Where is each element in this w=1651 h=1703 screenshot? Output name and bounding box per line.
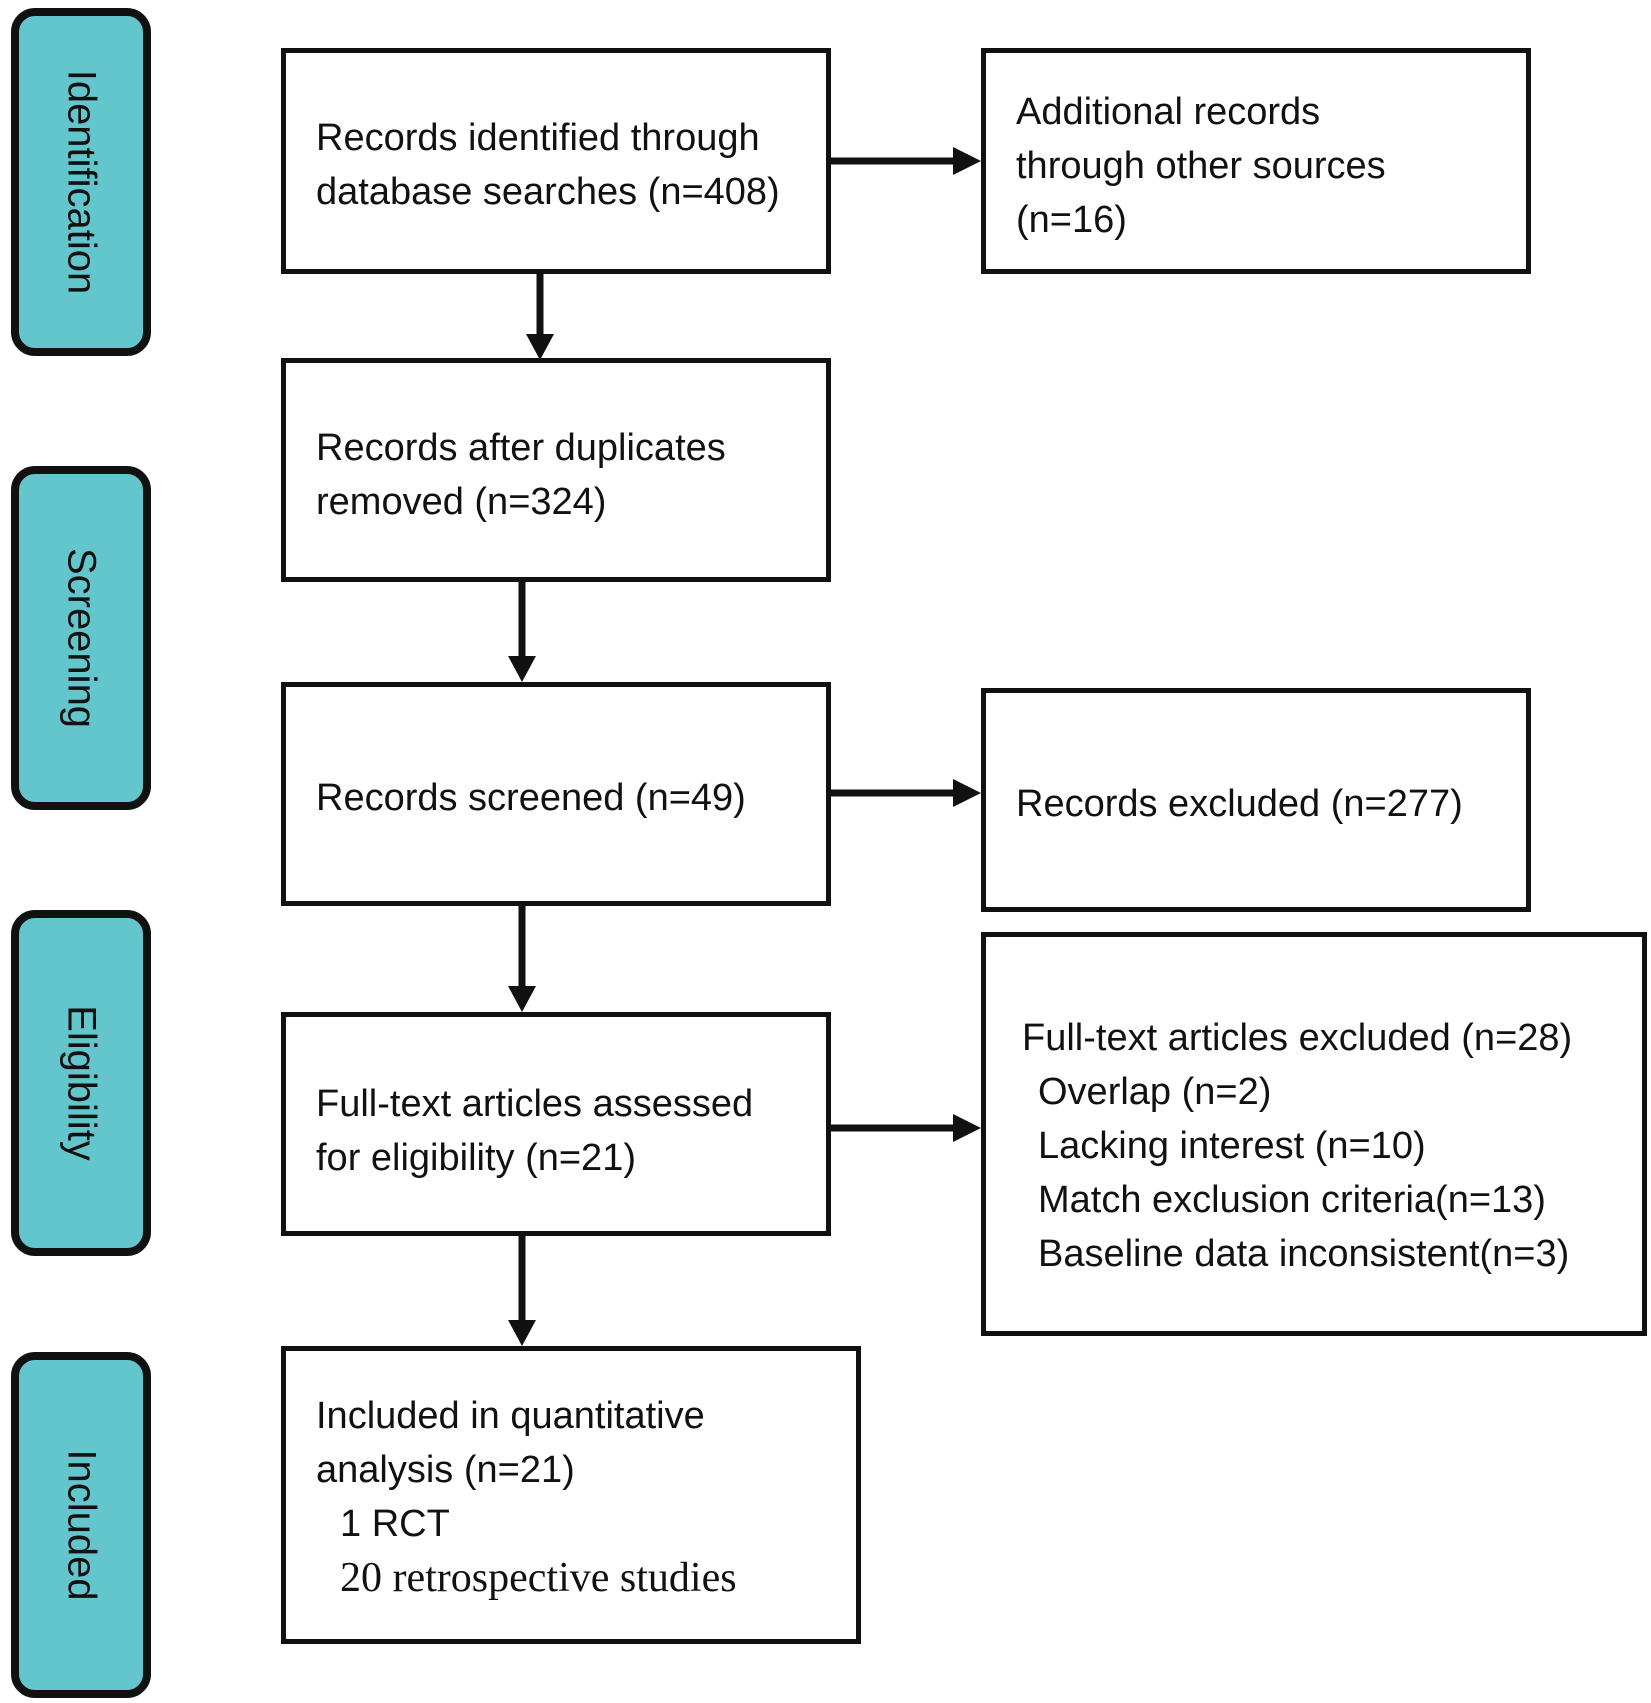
included-line2: analysis (n=21) [316, 1449, 575, 1491]
full-text-assessed-line2: for eligibility (n=21) [316, 1137, 636, 1179]
box-included: Included in quantitative analysis (n=21)… [281, 1346, 861, 1644]
box-after-duplicates: Records after duplicates removed (n=324) [281, 358, 831, 582]
included-line1: Included in quantitative [316, 1395, 705, 1437]
stage-screening-label: Screening [59, 547, 104, 729]
included-line4: 20 retrospective studies [340, 1555, 737, 1601]
after-duplicates-line2: removed (n=324) [316, 481, 607, 523]
exclusion-reason: Overlap (n=2) [1038, 1071, 1272, 1113]
stage-screening: Screening [11, 466, 151, 810]
excluded-line1: Records excluded (n=277) [1016, 783, 1463, 825]
full-text-excluded-heading: Full-text articles excluded (n=28) [1022, 1017, 1573, 1059]
screened-line1: Records screened (n=49) [316, 777, 746, 819]
stage-eligibility: Eligibility [11, 910, 151, 1256]
box-database-records: Records identified through database sear… [281, 48, 831, 274]
arrow-head-included [508, 1320, 536, 1346]
arrow-head-other-sources [953, 147, 981, 175]
stage-identification-label: Identification [59, 69, 104, 295]
arrow-head-full-text-assessed [508, 986, 536, 1012]
box-other-sources: Additional records through other sources… [981, 48, 1531, 274]
exclusion-reason: Baseline data inconsistent(n=3) [1038, 1233, 1570, 1275]
arrow-head-screened [508, 656, 536, 682]
stage-identification: Identification [11, 8, 151, 356]
stage-included-label: Included [59, 1449, 104, 1601]
exclusion-reason: Lacking interest (n=10) [1038, 1125, 1426, 1167]
database-records-line2: database searches (n=408) [316, 171, 780, 213]
exclusion-reason: Match exclusion criteria(n=13) [1038, 1179, 1546, 1221]
stage-eligibility-label: Eligibility [59, 1005, 104, 1161]
other-sources-line3: (n=16) [1016, 199, 1127, 241]
full-text-assessed-line1: Full-text articles assessed [316, 1083, 754, 1125]
box-full-text-assessed: Full-text articles assessed for eligibil… [281, 1012, 831, 1236]
arrow-head-excluded [953, 779, 981, 807]
arrow-head-full-text-excluded [953, 1114, 981, 1142]
arrow-head-after-duplicates [526, 334, 554, 360]
other-sources-line2: through other sources [1016, 145, 1386, 187]
box-records-screened: Records screened (n=49) [281, 682, 831, 906]
box-records-excluded: Records excluded (n=277) [981, 688, 1531, 912]
other-sources-line1: Additional records [1016, 91, 1321, 133]
box-full-text-excluded: Full-text articles excluded (n=28) Overl… [981, 932, 1647, 1336]
stage-included: Included [11, 1352, 151, 1698]
after-duplicates-line1: Records after duplicates [316, 427, 726, 469]
included-line3: 1 RCT [340, 1503, 450, 1545]
database-records-line1: Records identified through [316, 117, 760, 159]
